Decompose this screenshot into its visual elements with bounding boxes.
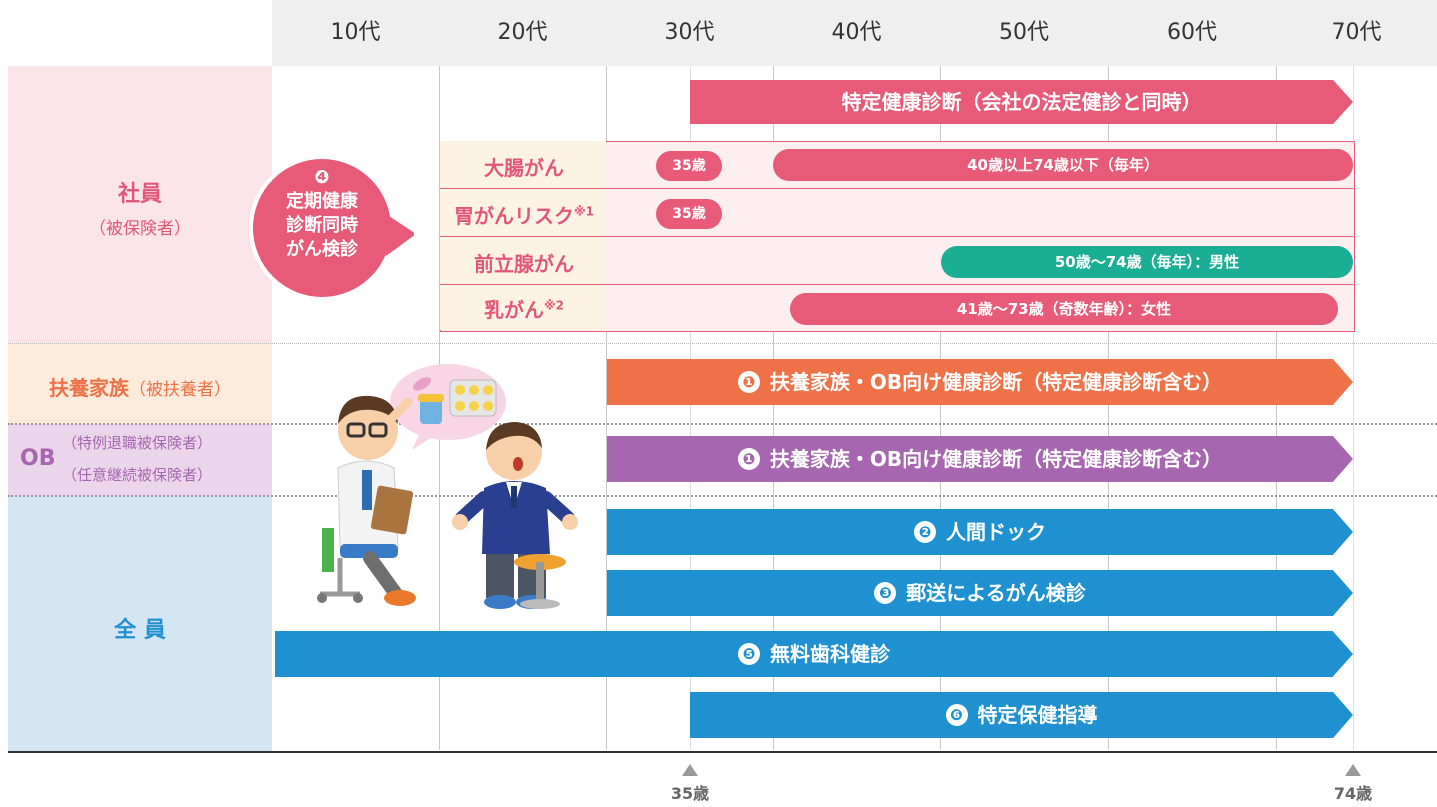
dependent-checkup-bar: ❶ 扶養家族・OB向け健康診断（特定健康診断含む） (607, 359, 1353, 405)
dental-bar: ❺ 無料歯科健診 (275, 631, 1353, 677)
doctor-figure (317, 395, 416, 606)
marker-74-label: 74歳 (1333, 784, 1373, 803)
callout-bubble: ❹ 定期健康 診断同時 がん検診 (236, 155, 416, 334)
cancer-name-breast: 乳がん※2 (483, 298, 564, 322)
pill-35-stomach: 35歳 (656, 199, 722, 229)
num-1-icon: ❶ (737, 371, 760, 393)
dependent-band (8, 344, 272, 424)
note-2: ※2 (543, 298, 564, 313)
medicine-bubble-icon (390, 364, 506, 450)
age-10s: 10代 (330, 20, 381, 45)
baseline (8, 751, 1437, 753)
human-dock-bar: ❷ 人間ドック (607, 509, 1353, 555)
num-1-icon: ❶ (737, 448, 760, 470)
age-70s: 70代 (1331, 20, 1382, 45)
doctor-patient-illustration (317, 364, 578, 609)
ob-title: OB (20, 446, 56, 471)
callout-number: ❹ (314, 167, 330, 188)
guidance-bar: ❻ 特定保健指導 (690, 692, 1353, 738)
age-30s: 30代 (664, 20, 715, 45)
bar-prostate: 50歳〜74歳（毎年）：男性 (941, 246, 1353, 278)
cancer-row-sep (440, 236, 1353, 237)
callout-text: ❹ 定期健康 診断同時 がん検診 (251, 166, 393, 262)
grid-line (690, 66, 691, 750)
mail-cancer-bar: ❸ 郵送によるがん検診 (607, 570, 1353, 616)
dependent-subtitle: （被扶養者） (129, 380, 231, 400)
employee-label: 社員 （被保険者） (8, 176, 272, 239)
dental-label: 無料歯科健診 (770, 642, 890, 666)
num-5-icon: ❺ (738, 643, 760, 665)
separator (8, 495, 1437, 497)
pill-35-colorectal: 35歳 (656, 151, 722, 181)
cancer-name-colorectal: 大腸がん (484, 156, 564, 180)
bar-breast: 41歳〜73歳（奇数年齢）：女性 (790, 293, 1338, 325)
callout-shape (249, 155, 416, 301)
bar-colorectal: 40歳以上74歳以下（毎年） (773, 149, 1353, 181)
mail-cancer-label: 郵送によるがん検診 (906, 581, 1086, 605)
callout-line-1: 定期健康 (286, 191, 358, 212)
ob-checkup-label: 扶養家族・OB向け健康診断（特定健康診断含む） (769, 447, 1223, 471)
dependent-title: 扶養家族 (49, 376, 129, 400)
human-dock-label: 人間ドック (946, 520, 1046, 544)
callout-line-3: がん検診 (286, 239, 358, 260)
grid-line (940, 66, 941, 750)
cancer-name-col (440, 141, 606, 330)
employee-subtitle: （被保険者） (89, 219, 191, 239)
num-3-icon: ❸ (874, 582, 897, 604)
note-1: ※1 (573, 204, 594, 219)
marker-35-label: 35歳 (670, 784, 710, 803)
grid-line (1276, 66, 1277, 750)
ob-subtitle-2: （任意継続被保険者） (62, 466, 213, 484)
specific-checkup-bar: 特定健康診断（会社の法定健診と同時） (690, 80, 1353, 124)
patient-figure (452, 422, 578, 609)
separator (8, 343, 1437, 344)
grid-line (1353, 66, 1354, 750)
age-50s: 50代 (999, 20, 1049, 45)
all-title: 全 員 (114, 618, 166, 643)
num-6-icon: ❻ (945, 704, 968, 726)
age-40s: 40代 (831, 20, 882, 45)
cancer-name-prostate: 前立腺がん (474, 252, 574, 276)
grid-line (773, 66, 774, 750)
dependent-checkup-label: 扶養家族・OB向け健康診断（特定健康診断含む） (769, 370, 1223, 394)
ob-subtitle-1: （特例退職被保険者） (62, 434, 213, 452)
age-60s: 60代 (1167, 20, 1217, 45)
ob-checkup-bar: ❶ 扶養家族・OB向け健康診断（特定健康診断含む） (607, 436, 1353, 482)
all-band (8, 496, 272, 752)
separator (8, 423, 1437, 425)
age-20s: 20代 (497, 20, 548, 45)
ob-band (8, 424, 272, 496)
marker-74-triangle-icon (1345, 764, 1361, 776)
num-2-icon: ❷ (914, 521, 936, 543)
marker-35-triangle-icon (682, 764, 698, 776)
callout-line-2: 診断同時 (286, 215, 358, 236)
grid-line (1108, 66, 1109, 750)
header-row (272, 0, 1437, 66)
guidance-label: 特定保健指導 (977, 703, 1098, 727)
grid-line (606, 66, 607, 750)
dependent-label: 扶養家族（被扶養者） (8, 372, 272, 401)
cancer-row-sep (440, 188, 1353, 189)
cancer-name-stomach: 胃がんリスク※1 (453, 204, 594, 228)
employee-band (8, 66, 272, 344)
specific-checkup-label: 特定健康診断（会社の法定健診と同時） (841, 90, 1202, 114)
cancer-row-sep (440, 284, 1353, 285)
employee-title: 社員 (117, 182, 162, 207)
